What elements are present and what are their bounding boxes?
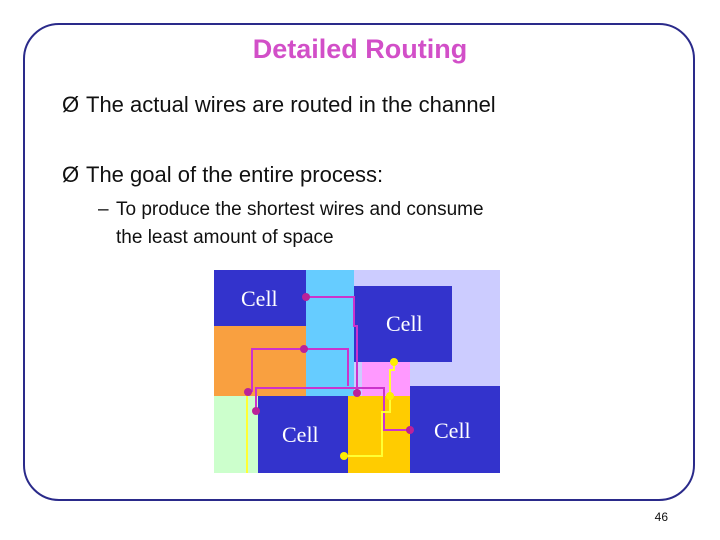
cell-label: Cell	[386, 311, 423, 336]
cell-label: Cell	[434, 418, 471, 443]
light-blue-region	[306, 270, 354, 396]
orange-region	[214, 326, 306, 396]
light-green-region	[214, 396, 258, 473]
cell-label: Cell	[282, 422, 319, 447]
yellow-wire-3	[344, 396, 391, 457]
bullet-arrow-icon: Ø	[62, 92, 80, 117]
sub-bullet-line1: To produce the shortest wires and consum…	[116, 199, 484, 220]
yellow-region	[348, 396, 410, 473]
bullet-1-text: The actual wires are routed in the chann…	[86, 92, 496, 117]
pin	[302, 293, 310, 301]
pin	[340, 452, 348, 460]
cell-top-left	[214, 270, 306, 326]
pink-region	[362, 362, 410, 396]
cell-bottom-left	[258, 396, 348, 473]
pin	[353, 389, 361, 397]
sub-bullet-dash: –	[98, 199, 109, 220]
purple-wire-3	[304, 348, 349, 386]
pin	[300, 345, 308, 353]
cell-top-right	[354, 286, 452, 362]
purple-wire-1	[306, 296, 358, 393]
sub-bullet: –To produce the shortest wires and consu…	[98, 198, 484, 222]
pin	[244, 388, 252, 396]
sub-bullet-line2: the least amount of space	[116, 227, 334, 248]
bullet-arrow-icon: Ø	[62, 162, 80, 187]
slide-frame	[23, 23, 695, 501]
cell-bottom-right	[410, 386, 500, 473]
page-number: 46	[654, 510, 668, 524]
purple-wire-2	[251, 348, 304, 392]
cell-label: Cell	[241, 286, 278, 311]
pin	[390, 358, 398, 366]
slide-title: Detailed Routing	[252, 34, 468, 64]
pin	[252, 407, 260, 415]
purple-wire-4	[255, 387, 410, 431]
bullet-2-text: The goal of the entire process:	[86, 162, 384, 187]
pin	[406, 426, 414, 434]
pin	[386, 392, 394, 400]
routing-diagram: Cell Cell Cell Cell	[214, 270, 500, 473]
